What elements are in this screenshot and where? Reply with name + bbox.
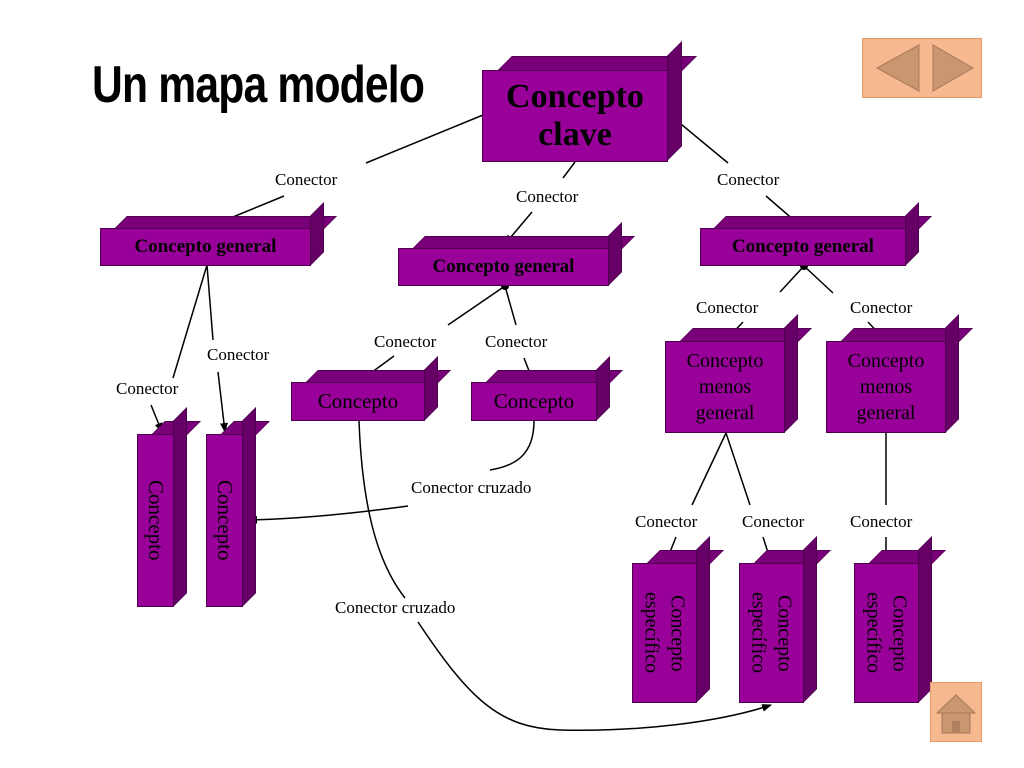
link-less-a1 [691, 432, 727, 506]
cross-connector-curve-2-arrow [417, 621, 772, 731]
connector-label: Conector [717, 170, 780, 189]
connector-label: Conector [635, 512, 698, 531]
cross-connector-curve-1 [489, 420, 535, 471]
specific-concept-label-2: Concepto específico [747, 592, 796, 674]
connector-label: Conector [207, 345, 270, 364]
home-icon[interactable] [931, 683, 981, 741]
link-right-a [779, 265, 805, 293]
connector-label: Conector [742, 512, 805, 531]
concept-label-vertical-2: Concepto [213, 480, 237, 561]
link-right-b [803, 265, 834, 294]
home-button[interactable] [930, 682, 982, 742]
cross-connector-label: Conector cruzado [411, 478, 532, 497]
concept-label-vertical-1: Concepto [144, 480, 168, 561]
key-concept-label: Concepto clave [506, 78, 644, 153]
connector-label: Conector [850, 298, 913, 317]
specific-concept-label-1: Concepto específico [640, 592, 689, 674]
connector-label: Conector [696, 298, 759, 317]
nav-prev-next-button[interactable] [862, 38, 982, 98]
specific-concept-label-3: Concepto específico [862, 592, 911, 674]
connector-label: Conector [116, 379, 179, 398]
cross-connector-label: Conector cruzado [335, 598, 456, 617]
page-title: Un mapa modelo [92, 56, 425, 114]
connector-label: Conector [850, 512, 913, 531]
general-concept-label-center: Concepto general [432, 256, 575, 277]
general-concept-label-right: Concepto general [732, 236, 874, 257]
concept-label-center-right: Concepto [493, 389, 575, 413]
link-left-a [172, 264, 208, 379]
arrow-left-b [217, 371, 228, 433]
concept-label-center-left: Concepto [317, 389, 399, 413]
arrow-right-icon[interactable] [925, 39, 981, 97]
cross-connector-curve-2 [358, 420, 406, 599]
less-general-label-1: Concepto menos general [686, 350, 764, 424]
connector-label: Conector [485, 332, 548, 351]
link-key-center [562, 161, 576, 179]
connector-label: Conector [516, 187, 579, 206]
link-less-a2 [725, 432, 751, 506]
less-general-label-2: Concepto menos general [847, 350, 925, 424]
link-key-left [365, 114, 484, 164]
link-center-b [504, 285, 517, 326]
link-center-a [447, 285, 506, 326]
cross-connector-curve-1-arrow [247, 505, 409, 524]
general-concept-label-left: Concepto general [134, 236, 277, 257]
connector-label: Conector [374, 332, 437, 351]
connector-label: Conector [275, 170, 338, 189]
link-left-b [206, 264, 214, 341]
arrow-left-icon[interactable] [867, 39, 923, 97]
